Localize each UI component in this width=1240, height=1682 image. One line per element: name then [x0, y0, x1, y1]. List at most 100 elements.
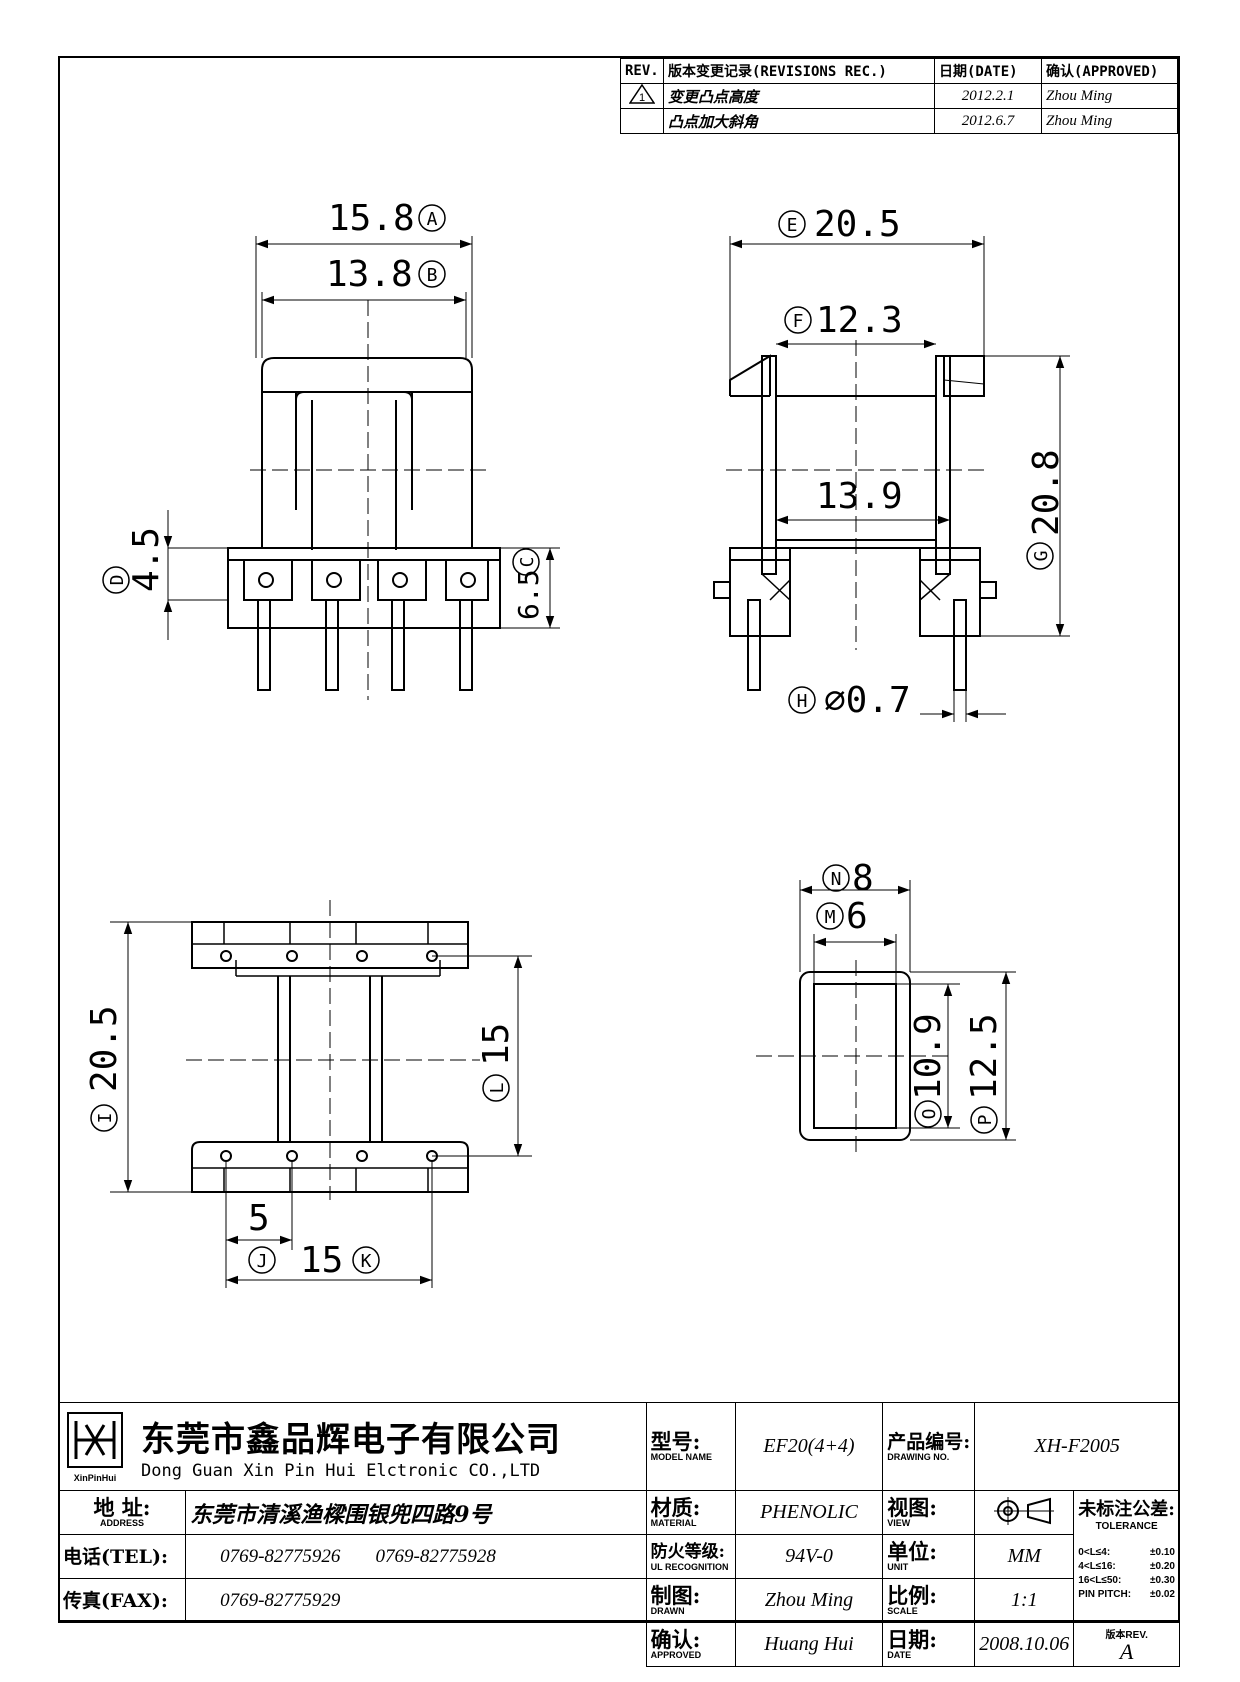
svg-text:J: J [257, 1251, 268, 1272]
tolerance-row: 16<L≤50:±0.30 [1078, 1575, 1175, 1586]
end-view [756, 880, 1016, 1152]
left-spacer [59, 1623, 647, 1667]
dim-tag-F: F [784, 306, 812, 334]
tel-values: 0769-82775926 0769-82775928 [185, 1534, 647, 1579]
dim-value-M: 6 [846, 896, 868, 937]
logo-icon [67, 1411, 123, 1468]
svg-text:E: E [787, 215, 798, 236]
scale-value: 1:1 [974, 1578, 1075, 1623]
tel-1: 0769-82775926 [220, 1545, 341, 1567]
dim-tag-O: O [914, 1100, 942, 1128]
dim-tag-E: E [778, 210, 806, 238]
tolerance-row: PIN PITCH:±0.02 [1078, 1589, 1175, 1600]
tolerance-title-en: TOLERANCE [1095, 1521, 1158, 1532]
company-name-cn: 东莞市鑫品辉电子有限公司 [141, 1420, 561, 1460]
dim-tag-I: I [90, 1104, 118, 1132]
svg-text:O: O [919, 1109, 940, 1120]
material-value: PHENOLIC [734, 1490, 884, 1535]
revision-mark: 1 [639, 92, 645, 104]
approved-value: Huang Hui [734, 1622, 884, 1667]
revision-record-header: 版本变更记录(REVISIONS REC.) [663, 58, 935, 84]
title-block: XinPinHui 东莞市鑫品辉电子有限公司 Dong Guan Xin Pin… [57, 1402, 1180, 1667]
dim-value-N: 8 [852, 858, 874, 899]
revision-approver: Zhou Ming [1041, 108, 1178, 134]
dim-value-F: 12.3 [816, 300, 903, 341]
dim-tag-G: G [1026, 542, 1054, 570]
svg-text:K: K [361, 1251, 372, 1272]
tolerance-title: 未标注公差: [1078, 1499, 1175, 1520]
dim-tag-L: L [482, 1074, 510, 1102]
svg-text:L: L [487, 1082, 508, 1093]
dim-value-A: 15.8 [328, 198, 415, 239]
svg-text:F: F [793, 311, 804, 332]
dim-value-O: 10.9 [908, 1013, 949, 1100]
revision-date: 2012.6.7 [934, 108, 1042, 134]
svg-text:A: A [427, 209, 438, 230]
date-value: 2008.10.06 [974, 1622, 1075, 1667]
revision-approver: Zhou Ming [1041, 83, 1178, 109]
dim-tag-B: B [418, 260, 446, 288]
dim-tag-M: M [816, 902, 844, 930]
unit-label-cell: 单位:UNIT [882, 1534, 976, 1579]
dim-value-P: 12.5 [964, 1013, 1005, 1100]
dim-value-G: 20.8 [1026, 449, 1067, 536]
svg-text:D: D [107, 575, 128, 586]
tolerance-cell: 未标注公差: TOLERANCE 0<L≤4:±0.10 4<L≤16:±0.2… [1073, 1490, 1180, 1623]
dim-value-L: 15 [476, 1023, 517, 1066]
dim-value-B: 13.8 [326, 254, 413, 295]
tolerance-row: 4<L≤16:±0.20 [1078, 1561, 1175, 1572]
company-name-en: Dong Guan Xin Pin Hui Elctronic CO.,LTD [141, 1461, 541, 1481]
address-value: 东莞市清溪渔樑围银兜四路9号 [185, 1490, 647, 1535]
model-label-cell: 型号:MODEL NAME [645, 1402, 736, 1491]
tolerance-row: 0<L≤4:±0.10 [1078, 1547, 1175, 1558]
rev-value: A [1119, 1639, 1134, 1664]
tel-2: 0769-82775928 [375, 1545, 496, 1567]
drawn-label-cell: 制图:DRAWN [645, 1578, 736, 1623]
approved-label-cell: 确认:APPROVED [645, 1622, 736, 1667]
dim-value-inner: 13.9 [816, 476, 903, 517]
unit-value: MM [974, 1534, 1075, 1579]
dim-value-K: 15 [300, 1240, 343, 1281]
revision-desc: 凸点加大斜角 [663, 108, 935, 134]
date-label-cell: 日期:DATE [882, 1622, 976, 1667]
view-label-cell: 视图:VIEW [882, 1490, 976, 1535]
address-label-cell: 地 址:ADDRESS [57, 1490, 187, 1535]
svg-text:P: P [975, 1114, 996, 1125]
dim-tag-D: D [102, 566, 130, 594]
dim-value-I: 20.5 [84, 1005, 125, 1092]
dim-tag-H: H [788, 686, 816, 714]
front-view [163, 236, 560, 700]
svg-text:H: H [797, 691, 808, 712]
svg-text:M: M [825, 907, 836, 928]
projection-symbol-cell [974, 1490, 1075, 1535]
material-label-cell: 材质:MATERIAL [645, 1490, 736, 1535]
dim-value-C: 6.5 [512, 569, 545, 620]
dim-tag-C: C [512, 548, 540, 576]
scale-label-cell: 比例:SCALE [882, 1578, 976, 1623]
rev-cell: 版本REV.A [1073, 1622, 1180, 1667]
dim-tag-N: N [822, 864, 850, 892]
fax-cell: 0769-82775929 [185, 1578, 647, 1623]
svg-text:N: N [831, 869, 842, 890]
dim-value-E: 20.5 [814, 204, 901, 245]
fax-value: 0769-82775929 [220, 1589, 341, 1611]
dim-tag-K: K [352, 1246, 380, 1274]
bottom-view [110, 900, 532, 1288]
model-value: EF20(4+4) [734, 1402, 884, 1491]
fire-label-cell: 防火等级:UL RECOGNITION [645, 1534, 736, 1579]
drawing-no-label-cell: 产品编号:DRAWING NO. [882, 1402, 976, 1491]
drawn-value: Zhou Ming [734, 1578, 884, 1623]
revision-desc: 变更凸点高度 [663, 83, 935, 109]
svg-text:B: B [427, 265, 438, 286]
dim-value-H: ⌀0.7 [824, 680, 911, 721]
logo-text: XinPinHui [73, 1472, 117, 1483]
side-view [713, 236, 1070, 722]
company-logo: XinPinHui [63, 1411, 127, 1483]
drawing-no-value: XH-F2005 [974, 1402, 1180, 1491]
company-cell: XinPinHui 东莞市鑫品辉电子有限公司 Dong Guan Xin Pin… [58, 1402, 647, 1491]
dim-tag-P: P [970, 1106, 998, 1134]
fire-value: 94V-0 [734, 1534, 884, 1579]
svg-text:G: G [1031, 551, 1052, 562]
dim-tag-J: J [248, 1246, 276, 1274]
